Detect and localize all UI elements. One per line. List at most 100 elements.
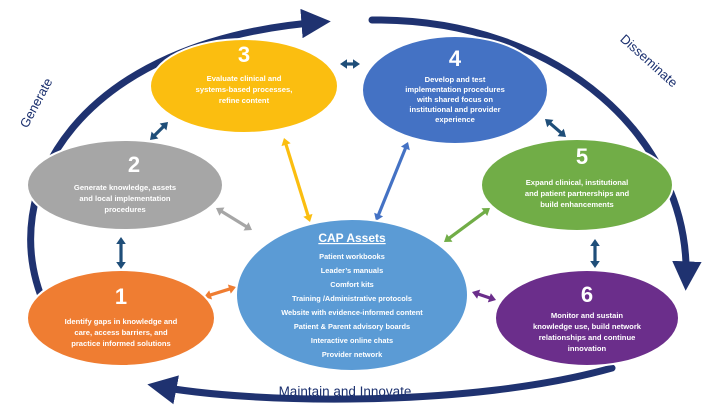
cycle-label-disseminate: Disseminate bbox=[617, 31, 680, 90]
cycle-arrow-disseminate bbox=[368, 16, 702, 291]
stage-3-line-3: refine content bbox=[219, 96, 270, 105]
cap-assets-title: CAP Assets bbox=[318, 231, 386, 245]
connector-hub-stage5-head bbox=[444, 233, 453, 242]
stage-2-line-2: and local implementation bbox=[79, 194, 171, 203]
connector-hub-stage4-head bbox=[374, 212, 384, 221]
connector-hub-stage2 bbox=[216, 207, 252, 231]
cycle-arrows bbox=[27, 8, 702, 405]
stage-5-number: 5 bbox=[576, 144, 588, 169]
connector-hub-stage3-head bbox=[303, 213, 313, 222]
cap-asset-item: Leader’s manuals bbox=[321, 266, 383, 275]
stage-3-line-1: Evaluate clinical and bbox=[207, 74, 282, 83]
cap-asset-item: Training /Administrative protocols bbox=[292, 294, 412, 303]
cycle-arrow-generate bbox=[27, 8, 331, 312]
cycle-label-maintain: Maintain and Innovate bbox=[279, 384, 412, 399]
stage-4-line-5: experience bbox=[435, 115, 475, 124]
stage-2: 2 Generate knowledge, assets and local i… bbox=[26, 139, 224, 231]
stage-6-line-2: knowledge use, build network bbox=[533, 322, 642, 331]
connector-hub-stage2-head bbox=[243, 222, 252, 231]
cap-assets-hub: CAP Assets Patient workbooks Leader’s ma… bbox=[235, 218, 469, 372]
stage-6-ellipse bbox=[494, 269, 680, 367]
cycle-label-generate: Generate bbox=[17, 75, 56, 130]
stage-5-line-2: and patient partnerships and bbox=[525, 189, 630, 198]
stage-1: 1 Identify gaps in knowledge and care, a… bbox=[26, 269, 216, 367]
connector-hub-stage2-head bbox=[216, 207, 225, 216]
cap-assets-ellipse bbox=[235, 218, 469, 372]
connector-hub-stage4 bbox=[374, 142, 410, 221]
stage-1-line-1: Identify gaps in knowledge and bbox=[65, 317, 178, 326]
connector-hub-stage2-shaft bbox=[219, 209, 249, 229]
stage-6-line-3: relationships and continue bbox=[539, 333, 636, 342]
cap-asset-item: Website with evidence-informed content bbox=[281, 308, 423, 317]
stage-4-line-1: Develop and test bbox=[425, 75, 486, 84]
stage-5-line-3: build enhancements bbox=[540, 200, 613, 209]
connector-stage1-stage2-head bbox=[116, 237, 126, 244]
stage-4: 4 Develop and test implementation proced… bbox=[361, 35, 549, 145]
connector-hub-stage6-head bbox=[472, 289, 481, 299]
stage-5-ellipse bbox=[480, 138, 674, 232]
connector-hub-stage6-head bbox=[487, 293, 496, 303]
connector-stage1-stage2 bbox=[116, 237, 126, 269]
stage-6-line-4: innovation bbox=[568, 344, 607, 353]
connector-stage4-stage5-head bbox=[557, 128, 566, 137]
cap-asset-item: Provider network bbox=[322, 350, 383, 359]
cap-asset-item: Interactive online chats bbox=[311, 336, 393, 345]
cap-asset-item: Patient workbooks bbox=[319, 252, 385, 261]
stage-2-line-3: procedures bbox=[104, 205, 145, 214]
stage-6-line-1: Monitor and sustain bbox=[551, 311, 624, 320]
connector-hub-stage6-shaft bbox=[476, 292, 492, 300]
stage-2-number: 2 bbox=[128, 152, 140, 177]
stage-1-line-3: practice informed solutions bbox=[71, 339, 171, 348]
connector-hub-stage3-head bbox=[281, 138, 291, 147]
connector-stage2-stage3-shaft bbox=[152, 124, 166, 138]
connector-hub-stage1-shaft bbox=[208, 287, 232, 297]
connector-hub-stage4-head bbox=[400, 142, 410, 151]
connector-hub-stage5-head bbox=[481, 208, 490, 217]
connector-hub-stage5-shaft bbox=[447, 210, 487, 240]
connector-stage4-stage5 bbox=[545, 119, 566, 137]
stage-6-number: 6 bbox=[581, 282, 593, 307]
connector-stage2-stage3-head bbox=[159, 122, 168, 131]
connector-hub-stage4-shaft bbox=[376, 146, 408, 217]
stage-4-ellipse bbox=[361, 35, 549, 145]
connector-hub-stage1 bbox=[204, 284, 236, 300]
connector-stage4-stage5-head bbox=[545, 119, 554, 128]
stage-4-line-4: institutional and provider bbox=[409, 105, 500, 114]
connector-hub-stage3 bbox=[281, 138, 313, 222]
stage-3-number: 3 bbox=[238, 42, 250, 67]
stage-6: 6 Monitor and sustain knowledge use, bui… bbox=[494, 269, 680, 367]
connector-stage3-stage4-head bbox=[340, 59, 347, 69]
stage-4-line-3: with shared focus on bbox=[416, 95, 493, 104]
connector-stage4-stage5-shaft bbox=[548, 121, 563, 135]
cap-asset-item: Patient & Parent advisory boards bbox=[294, 322, 410, 331]
stage-4-number: 4 bbox=[449, 46, 462, 71]
stage-2-line-1: Generate knowledge, assets bbox=[74, 183, 176, 192]
stage-5: 5 Expand clinical, institutional and pat… bbox=[480, 138, 674, 232]
connector-hub-stage1-head bbox=[227, 284, 236, 294]
connector-stage3-stage4-head bbox=[353, 59, 360, 69]
connector-stage2-stage3 bbox=[150, 122, 168, 140]
connector-stage2-stage3-head bbox=[150, 131, 159, 140]
stage-3: 3 Evaluate clinical and systems-based pr… bbox=[149, 38, 339, 134]
connector-hub-stage3-shaft bbox=[284, 142, 310, 218]
stage-4-line-2: implementation procedures bbox=[405, 85, 505, 94]
connector-arrows bbox=[116, 59, 600, 303]
connector-hub-stage5 bbox=[444, 208, 490, 242]
cycle-arrow-maintain bbox=[147, 364, 616, 405]
stage-2-ellipse bbox=[26, 139, 224, 231]
stage-1-ellipse bbox=[26, 269, 216, 367]
stage-5-line-1: Expand clinical, institutional bbox=[526, 178, 629, 187]
stage-1-number: 1 bbox=[115, 284, 127, 309]
connector-hub-stage6 bbox=[472, 289, 496, 303]
connector-stage1-stage2-head bbox=[116, 262, 126, 269]
connector-stage5-stage6 bbox=[590, 239, 600, 268]
cap-asset-item: Comfort kits bbox=[330, 280, 374, 289]
connector-stage3-stage4 bbox=[340, 59, 360, 69]
stage-1-line-2: care, access barriers, and bbox=[74, 328, 168, 337]
connector-stage5-stage6-head bbox=[590, 261, 600, 268]
stage-3-ellipse bbox=[149, 38, 339, 134]
stage-3-line-2: systems-based processes, bbox=[196, 85, 293, 94]
connector-stage5-stage6-head bbox=[590, 239, 600, 246]
